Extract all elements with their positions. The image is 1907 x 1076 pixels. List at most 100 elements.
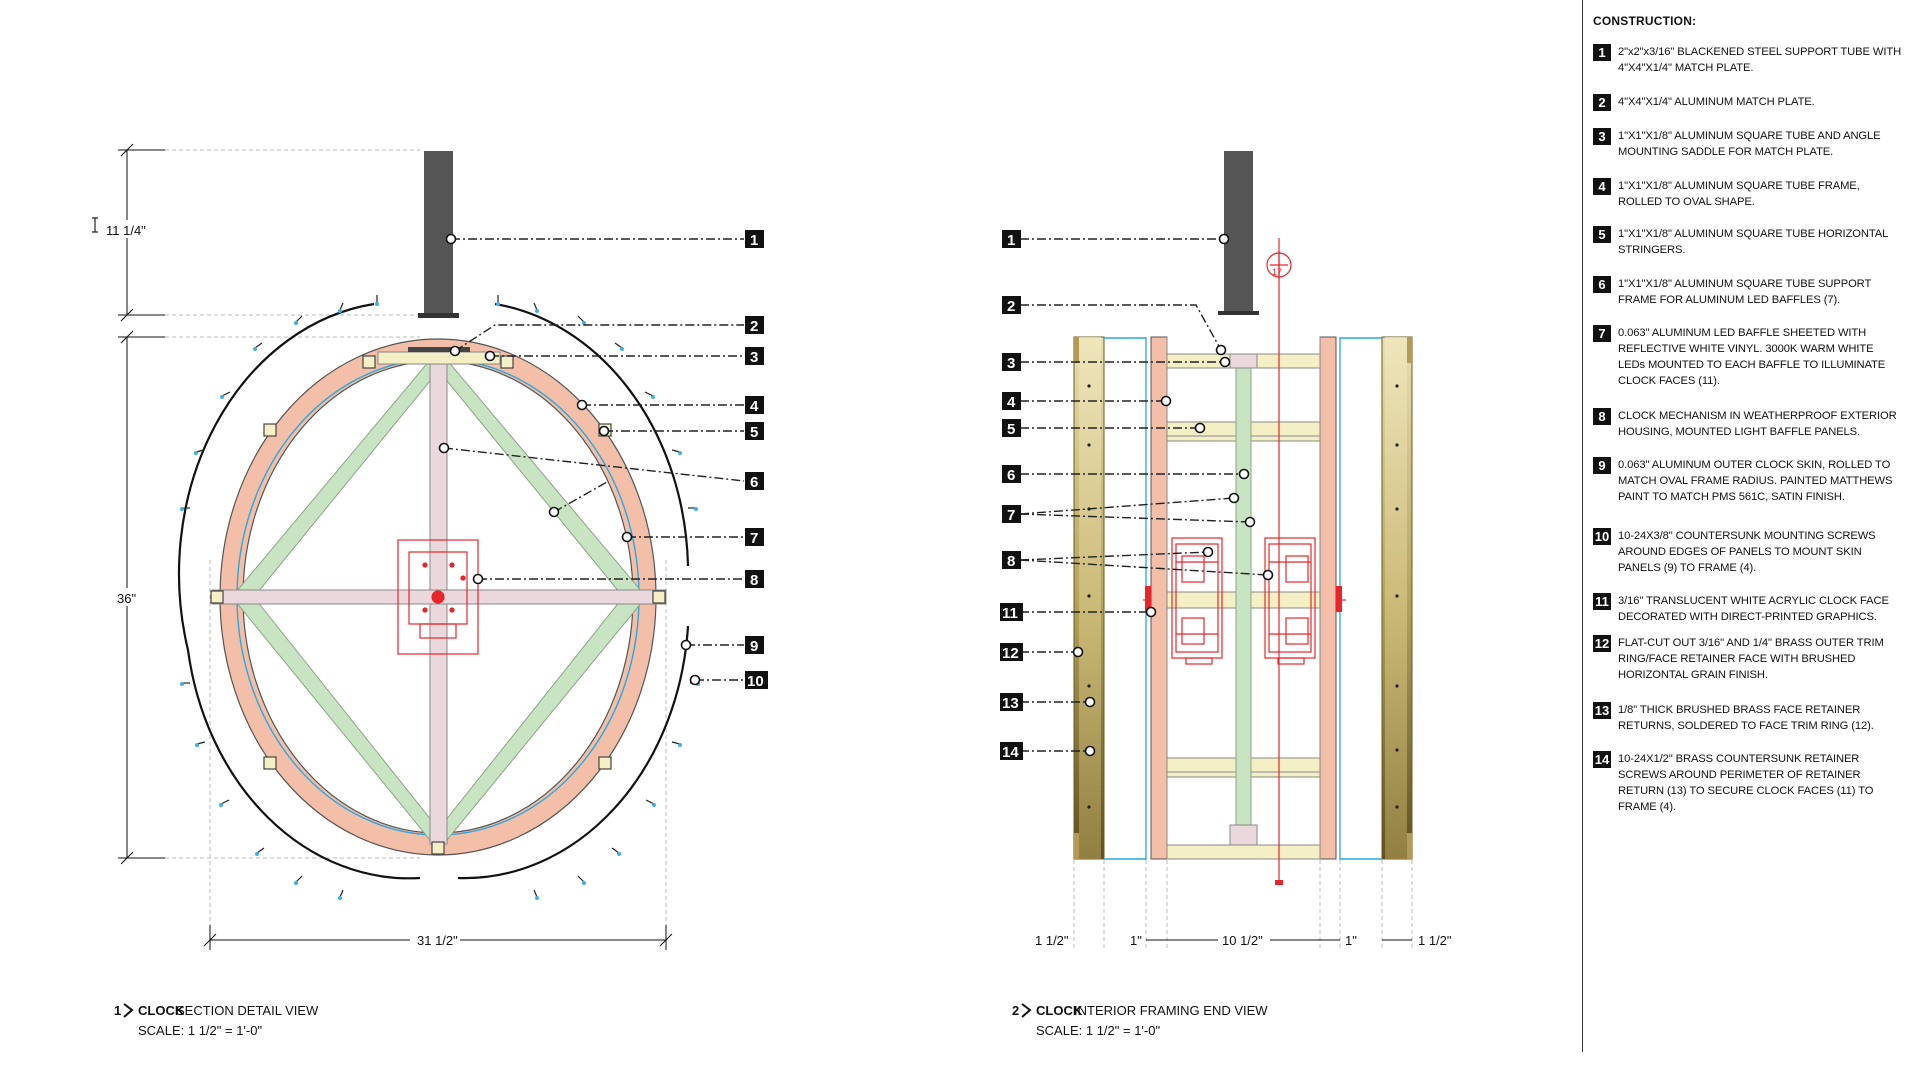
view1-leaders	[438, 233, 745, 686]
section-mark-number: 17	[1272, 267, 1282, 277]
callout-6: 6	[745, 472, 764, 491]
callout-2-7: 7	[1002, 505, 1021, 524]
legend-item-number: 6	[1593, 276, 1611, 293]
callout-2-8: 8	[1002, 551, 1021, 570]
svg-text:8: 8	[750, 572, 758, 589]
steel-support-tube	[424, 151, 453, 313]
view2-scale: SCALE: 1 1/2" = 1'-0"	[1036, 1023, 1160, 1038]
view1-title: 1 CLOCK SECTION DETAIL VIEW SCALE: 1 1/2…	[114, 1003, 319, 1038]
legend-item: 2 4"X4"X1/4" ALUMINUM MATCH PLATE.	[1593, 94, 1903, 111]
svg-text:1: 1	[114, 1003, 121, 1018]
outer-skin	[177, 302, 690, 880]
svg-text:10: 10	[747, 673, 764, 690]
legend-item-number: 3	[1593, 128, 1611, 145]
dim-brass-right: 1 1/2"	[1418, 933, 1452, 948]
callout-2-2: 2	[1002, 296, 1021, 315]
view1-width-dimension: 31 1/2"	[203, 925, 673, 950]
callout-2-3: 3	[1002, 353, 1021, 372]
svg-text:3: 3	[1007, 355, 1015, 372]
legend-item-number: 10	[1593, 528, 1611, 545]
view2-callout-tags: 1 2 3 4 5 6 7 8 11 12 13 14	[1000, 230, 1023, 761]
legend-item: 10 10-24X3/8" COUNTERSUNK MOUNTING SCREWS…	[1593, 528, 1903, 576]
construction-legend: CONSTRUCTION: 1 2"x2"x3/16" BLACKENED STE…	[1582, 0, 1907, 1052]
legend-title: CONSTRUCTION:	[1593, 14, 1697, 28]
svg-text:6: 6	[750, 474, 758, 491]
dim-overall-width: 31 1/2"	[417, 933, 458, 948]
view2-title: 2 CLOCK INTERIOR FRAMING END VIEW SCALE:…	[1012, 1003, 1268, 1038]
callout-2-14: 14	[1000, 742, 1023, 761]
svg-text:5: 5	[1007, 421, 1015, 438]
callout-5: 5	[745, 422, 764, 441]
svg-text:4: 4	[1007, 394, 1016, 411]
legend-item-number: 14	[1593, 751, 1611, 768]
callout-8: 8	[745, 570, 764, 589]
legend-item-text: 1"X1"X1/8" ALUMINUM SQUARE TUBE HORIZONT…	[1618, 228, 1888, 256]
callout-9: 9	[745, 636, 764, 655]
frame-post-right	[1319, 336, 1337, 860]
dim-gap-right: 1"	[1345, 933, 1357, 948]
clock-mechanism-housings	[1143, 537, 1346, 665]
svg-text:12: 12	[1002, 645, 1019, 662]
led-baffle-center	[1235, 367, 1252, 846]
legend-item-number: 8	[1593, 408, 1611, 425]
legend-item-number: 13	[1593, 702, 1611, 719]
svg-text:11: 11	[1002, 605, 1018, 622]
view2-leaders	[1019, 233, 1274, 757]
legend-item-number: 5	[1593, 226, 1611, 243]
svg-text:3: 3	[750, 349, 758, 366]
legend-item-text: 2"x2"x3/16" BLACKENED STEEL SUPPORT TUBE…	[1618, 46, 1902, 74]
legend-item-text: 1"X1"X1/8" ALUMINUM SQUARE TUBE FRAME, R…	[1618, 180, 1860, 208]
callout-2-6: 6	[1002, 465, 1021, 484]
callout-2-13: 13	[1000, 693, 1023, 712]
callout-4: 4	[745, 396, 764, 415]
callout-1: 1	[745, 230, 764, 249]
svg-text:1: 1	[750, 232, 758, 249]
legend-item: 5 1"X1"X1/8" ALUMINUM SQUARE TUBE HORIZON…	[1593, 226, 1903, 258]
legend-item-number: 7	[1593, 325, 1611, 342]
dim-top-height: 11 1/4"	[106, 223, 146, 238]
svg-text:7: 7	[1007, 507, 1015, 524]
legend-item-text: 1"X1"X1/8" ALUMINUM SQUARE TUBE AND ANGL…	[1618, 130, 1881, 158]
legend-item-text: 3/16" TRANSLUCENT WHITE ACRYLIC CLOCK FA…	[1618, 595, 1889, 623]
legend-item-text: 10-24X3/8" COUNTERSUNK MOUNTING SCREWS A…	[1618, 530, 1876, 574]
callout-2-4: 4	[1002, 392, 1021, 411]
view1-title-rest: SECTION DETAIL VIEW	[176, 1003, 319, 1018]
svg-text:9: 9	[750, 638, 758, 655]
legend-item-number: 1	[1593, 44, 1611, 61]
svg-text:4: 4	[750, 398, 759, 415]
view1-section-detail: 11 1/4" 36" 31 1/2"	[92, 143, 768, 1038]
legend-item: 8 CLOCK MECHANISM IN WEATHERPROOF EXTERIO…	[1593, 408, 1903, 440]
legend-item-number: 4	[1593, 178, 1611, 195]
callout-7: 7	[745, 528, 764, 547]
legend-item-text: CLOCK MECHANISM IN WEATHERPROOF EXTERIOR…	[1618, 410, 1897, 438]
callout-2-11: 11	[1000, 603, 1023, 622]
svg-text:5: 5	[750, 424, 758, 441]
dim-gap-left: 1"	[1130, 933, 1142, 948]
legend-item-text: 10-24X1/2" BRASS COUNTERSUNK RETAINER SC…	[1618, 753, 1874, 813]
legend-item-text: 4"X4"X1/4" ALUMINUM MATCH PLATE.	[1618, 96, 1815, 108]
dim-brass-left: 1 1/2"	[1035, 933, 1069, 948]
view1-callout-tags: 1 2 3 4 5 6 7 8 9 10	[745, 230, 768, 690]
legend-item: 3 1"X1"X1/8" ALUMINUM SQUARE TUBE AND ANG…	[1593, 128, 1903, 160]
callout-2: 2	[745, 316, 764, 335]
svg-text:14: 14	[1002, 744, 1019, 761]
frame-post-left	[1150, 336, 1168, 860]
callout-2-1: 1	[1002, 230, 1021, 249]
svg-text:2: 2	[1007, 298, 1015, 315]
callout-2-12: 12	[1000, 643, 1023, 662]
legend-item-number: 2	[1593, 94, 1611, 111]
callout-10: 10	[745, 671, 768, 690]
legend-item-number: 12	[1593, 635, 1611, 652]
legend-item: 1 2"x2"x3/16" BLACKENED STEEL SUPPORT TUB…	[1593, 44, 1903, 76]
legend-item: 14 10-24X1/2" BRASS COUNTERSUNK RETAINER …	[1593, 751, 1903, 815]
legend-item-text: 0.063" ALUMINUM LED BAFFLE SHEETED WITH …	[1618, 327, 1886, 387]
svg-text:6: 6	[1007, 467, 1015, 484]
clock-mechanism	[397, 539, 479, 655]
view1-scale: SCALE: 1 1/2" = 1'-0"	[138, 1023, 262, 1038]
